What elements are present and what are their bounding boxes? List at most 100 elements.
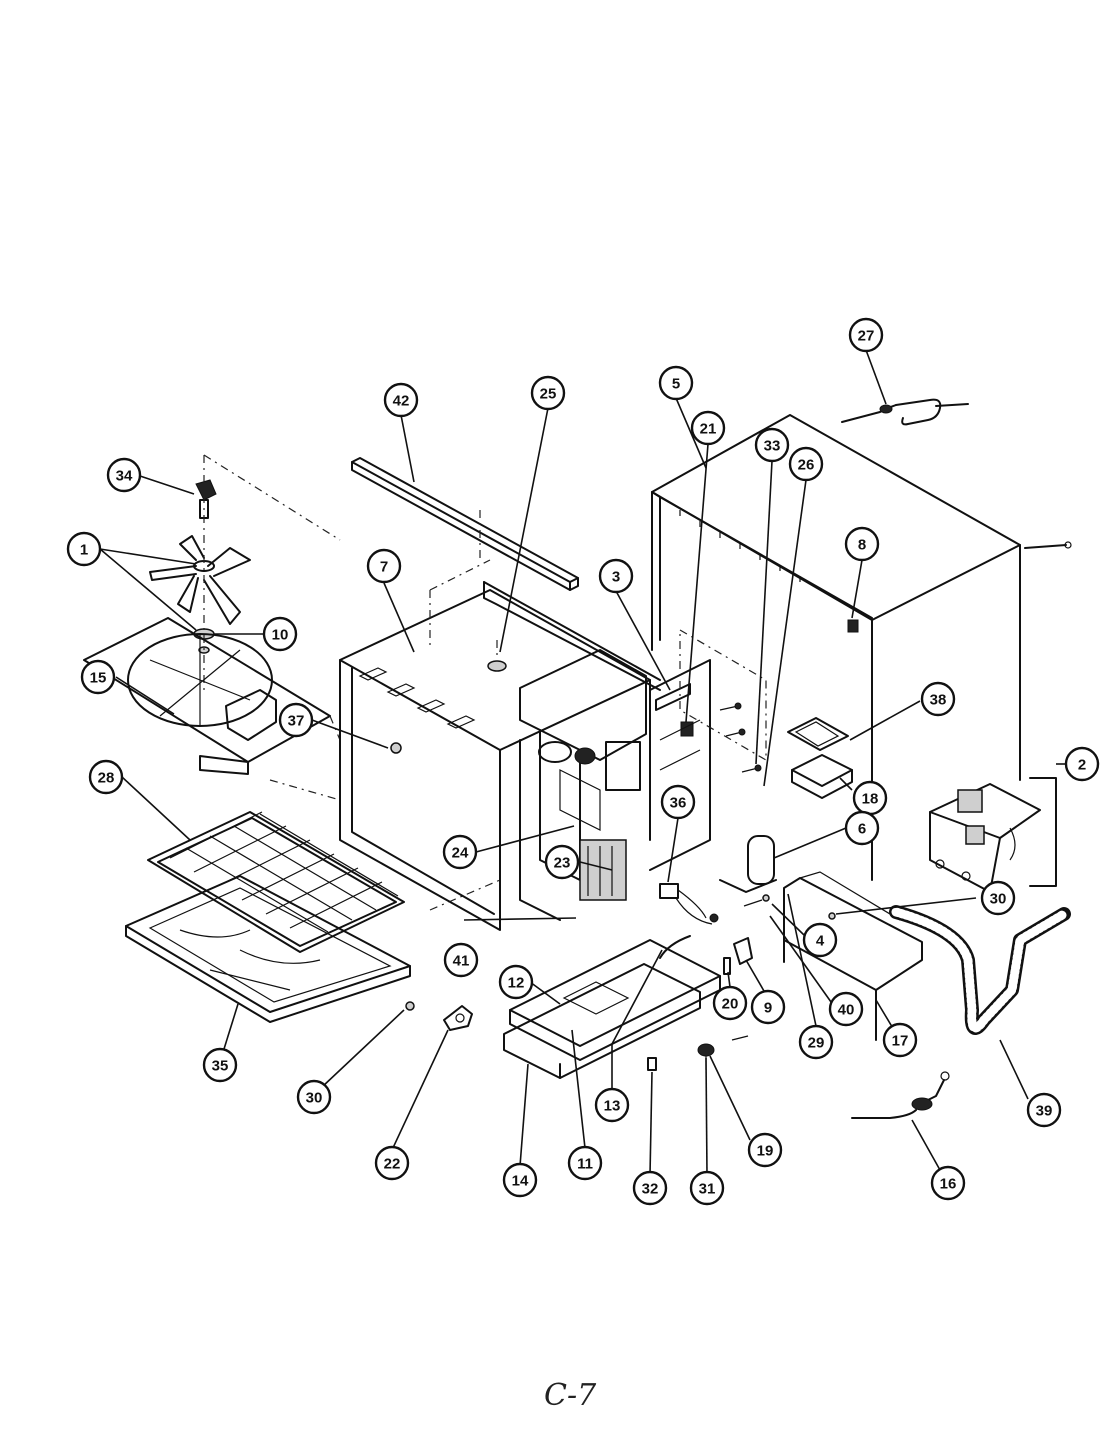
leader-lines (99, 349, 1066, 1176)
callout-label: 37 (288, 713, 305, 730)
callout-circle (754, 427, 790, 463)
callout-label: 30 (306, 1090, 323, 1107)
callout-label: 22 (384, 1156, 401, 1173)
callout-circle (88, 759, 124, 795)
callout-circle (598, 558, 634, 594)
callout-circle (442, 834, 478, 870)
part-foot (647, 1035, 749, 1071)
callout-label: 32 (642, 1181, 659, 1198)
callout-label: 25 (540, 386, 557, 403)
callout-circle (660, 784, 696, 820)
callout-circle (802, 922, 838, 958)
callout-label: 7 (380, 559, 388, 576)
part-base-plate (509, 935, 721, 1061)
callout-label: 3 (612, 569, 620, 586)
callout-circle (632, 1170, 668, 1206)
callout-bubble: 20 (712, 985, 748, 1021)
callout-bubble: 41 (443, 942, 479, 978)
guide-line (269, 779, 341, 801)
callout-bubble: 17 (882, 1022, 918, 1058)
callout-label: 19 (757, 1143, 774, 1160)
callout-circle (594, 1087, 630, 1123)
part-thermal-switch (723, 937, 753, 975)
part-power-cord (851, 1071, 950, 1119)
guide-line (429, 879, 501, 911)
callout-circle (1026, 1092, 1062, 1128)
callout-bubble: 14 (502, 1162, 538, 1198)
guide-line (203, 454, 341, 541)
part-magnetron (929, 783, 1041, 893)
callout-bubble: 30 (980, 880, 1016, 916)
callout-bubble: 4 (802, 922, 838, 958)
part-side-housing (783, 871, 923, 1041)
callout-label: 34 (116, 468, 133, 485)
callout-circle (443, 942, 479, 978)
callout-label: 13 (604, 1098, 621, 1115)
callout-circle (712, 985, 748, 1021)
part-filter (791, 754, 853, 799)
callout-label: 8 (858, 537, 866, 554)
callout-bubble: 30 (296, 1079, 332, 1115)
callout-circle (202, 1047, 238, 1083)
callout-bubble: 24 (442, 834, 478, 870)
callout-label: 28 (98, 770, 115, 787)
part-thermistor-probe (841, 398, 969, 426)
callout-bubble: 25 (530, 375, 566, 411)
callout-bubble: 1 (66, 531, 102, 567)
callout-bubble: 22 (374, 1145, 410, 1181)
callout-circle (530, 375, 566, 411)
callout-circle (1064, 746, 1100, 782)
callout-circle (750, 989, 786, 1025)
callout-bubble: 40 (828, 991, 864, 1027)
part-small-fasteners (709, 894, 836, 923)
callout-circle (930, 1165, 966, 1201)
callout-label: 1 (80, 542, 88, 559)
callout-label: 35 (212, 1058, 229, 1075)
callout-circle (383, 382, 419, 418)
part-cavity-bolt (390, 742, 402, 754)
callout-label: 31 (699, 1181, 716, 1198)
callout-circle (844, 526, 880, 562)
part-duct-hose (889, 905, 1071, 1035)
callout-circle (798, 1024, 834, 1060)
callout-circle (747, 1132, 783, 1168)
callout-bubble: 2 (1064, 746, 1100, 782)
callout-bubble: 27 (848, 317, 884, 353)
page-mark: C-7 (544, 1378, 597, 1413)
part-fuse-holder (659, 883, 713, 925)
callout-circle (262, 616, 298, 652)
callout-bubble: 15 (80, 659, 116, 695)
callout-bubble: 39 (1026, 1092, 1062, 1128)
callout-bubble: 38 (920, 681, 956, 717)
callout-circle (848, 317, 884, 353)
callout-circle (278, 702, 314, 738)
callout-bubble: 36 (660, 784, 696, 820)
callout-circle (502, 1162, 538, 1198)
callout-label: 9 (764, 1000, 772, 1017)
callout-label: 39 (1036, 1103, 1053, 1120)
callout-label: 38 (930, 692, 947, 709)
part-oven-rack (147, 811, 405, 953)
callout-circle (690, 410, 726, 446)
callout-label: 24 (452, 845, 469, 862)
callout-label: 41 (453, 953, 470, 970)
callout-bubble: 32 (632, 1170, 668, 1206)
part-oven-cavity (339, 510, 661, 931)
callout-label: 16 (940, 1176, 957, 1193)
callout-label: 20 (722, 996, 739, 1013)
part-fan-assembly (149, 455, 251, 690)
callout-label: 30 (990, 891, 1007, 908)
callout-circle (498, 964, 534, 1000)
callout-label: 18 (862, 791, 879, 808)
callout-label: 21 (700, 421, 717, 438)
callout-bubble: 21 (690, 410, 726, 446)
callout-bubble: 13 (594, 1087, 630, 1123)
callout-bubble: 18 (852, 780, 888, 816)
callout-label: 17 (892, 1033, 909, 1050)
callout-bubble: 7 (366, 548, 402, 584)
callout-label: 36 (670, 795, 687, 812)
callout-bubble: 31 (689, 1170, 725, 1206)
part-glass-tray (125, 875, 411, 1023)
callout-bubble: 35 (202, 1047, 238, 1083)
callout-label: 5 (672, 376, 680, 393)
